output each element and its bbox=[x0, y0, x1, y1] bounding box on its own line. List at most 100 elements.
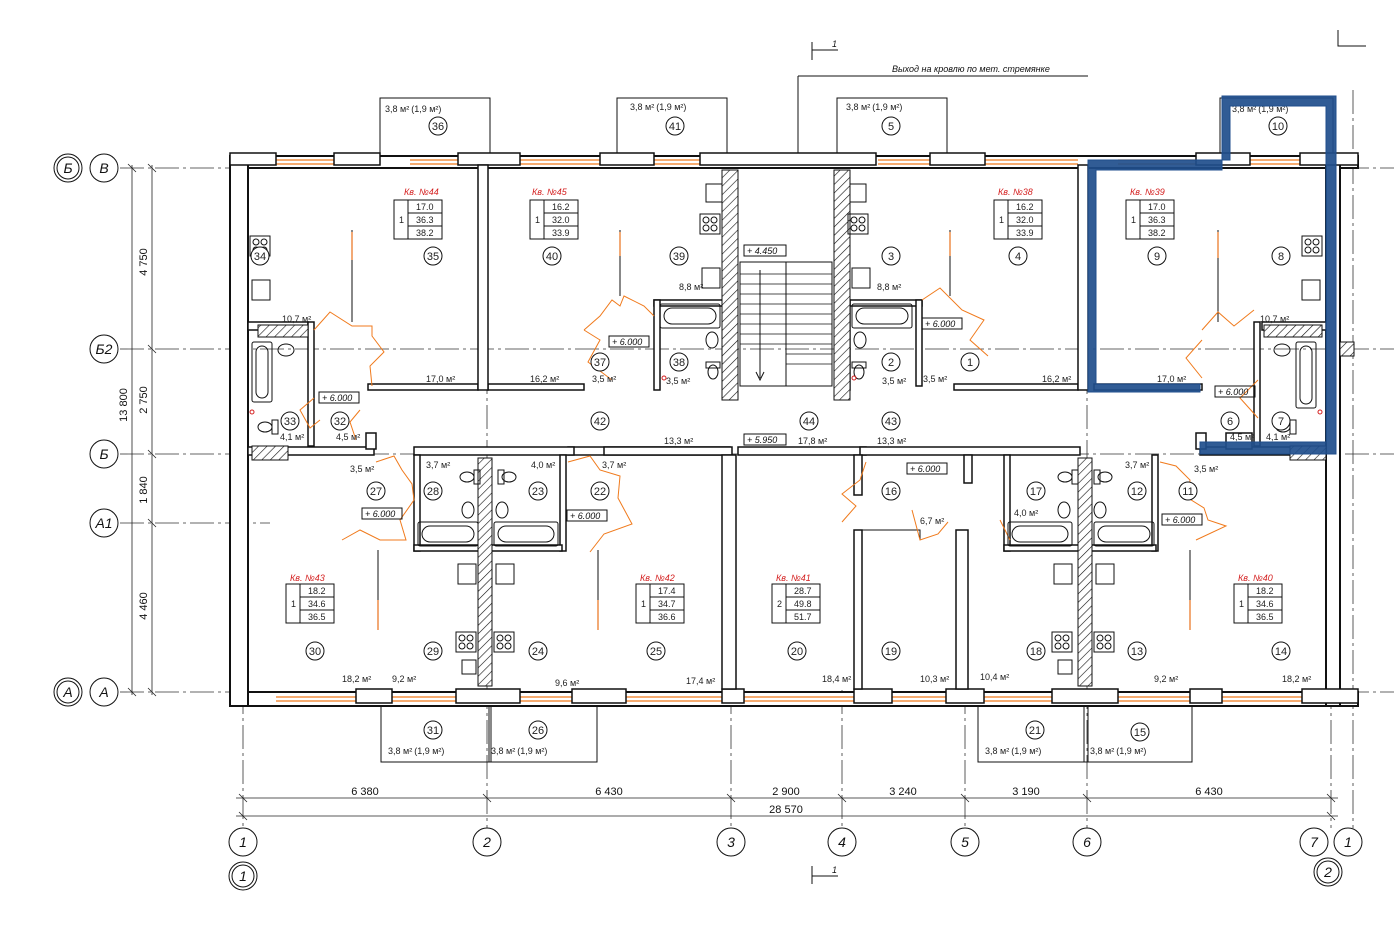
balcony-number: 36 bbox=[432, 121, 444, 133]
apartment-table-38: Кв. №38 1 16.2 32.0 33.9 bbox=[993, 187, 1043, 240]
axis-label-outer-a: А bbox=[62, 684, 72, 700]
bathtub-icon bbox=[251, 341, 273, 403]
axis-label-1: 1 bbox=[239, 834, 247, 850]
dim-bottom-6: 6 430 bbox=[1195, 786, 1223, 798]
axis-label-a1: А1 bbox=[94, 515, 112, 531]
apartment-label: Кв. №40 bbox=[1238, 573, 1273, 583]
washbasin-icon bbox=[1057, 501, 1071, 519]
svg-text:3,8 м²(1,9 м²): 3,8 м²(1,9 м²) bbox=[630, 102, 686, 112]
toilet-icon bbox=[459, 469, 481, 485]
axis-label-1-right: 1 bbox=[1344, 834, 1352, 850]
room-number: 30 bbox=[309, 646, 321, 658]
axis-label-6: 6 bbox=[1083, 834, 1091, 850]
level-mark: + 4.450 bbox=[747, 246, 777, 256]
bathtub-icon bbox=[493, 521, 559, 547]
svg-text:3,8 м²(1,9 м²): 3,8 м²(1,9 м²) bbox=[491, 746, 547, 756]
room-number: 25 bbox=[650, 646, 662, 658]
bathtub-icon bbox=[1093, 521, 1155, 547]
toilet-icon bbox=[1057, 469, 1079, 485]
room-number: 29 bbox=[427, 646, 439, 658]
apartment-total-area: 49.8 bbox=[794, 599, 812, 609]
area-label: 8,8 м² bbox=[877, 282, 901, 292]
room-number: 20 bbox=[791, 646, 803, 658]
room-number: 12 bbox=[1131, 486, 1143, 498]
area-label: 13,3 м² bbox=[664, 436, 693, 446]
fridge-icon bbox=[495, 563, 515, 585]
section-marks: 1 1 Выход на кровлю по мет. стремянке bbox=[797, 30, 1366, 884]
dim-bottom-total: 28 570 bbox=[769, 804, 803, 816]
balcony-number: 5 bbox=[888, 121, 894, 133]
bathtub-icon bbox=[851, 303, 913, 329]
apartment-total-area: 32.0 bbox=[1016, 215, 1034, 225]
balcony-area: 3,8 м² bbox=[985, 746, 1009, 756]
sink-icon bbox=[851, 267, 871, 289]
stove-icon bbox=[1301, 235, 1323, 257]
roof-access-note: Выход на кровлю по мет. стремянке bbox=[892, 64, 1050, 74]
room-number: 42 bbox=[594, 416, 606, 428]
room-number: 38 bbox=[673, 357, 685, 369]
room-number: 22 bbox=[594, 486, 606, 498]
balcony-number: 21 bbox=[1029, 725, 1041, 737]
dim-left-1: 4 750 bbox=[138, 248, 150, 276]
area-label: 8,8 м² bbox=[679, 282, 703, 292]
area-label: 10,4 м² bbox=[980, 672, 1009, 682]
room-number: 4 bbox=[1015, 251, 1021, 263]
dim-bottom-3: 2 900 bbox=[772, 786, 800, 798]
apartment-label: Кв. №42 bbox=[640, 573, 675, 583]
apartment-living-area: 17.4 bbox=[658, 586, 676, 596]
area-label: 3,5 м² bbox=[882, 376, 906, 386]
apartment-total-area: 34.6 bbox=[308, 599, 326, 609]
balcony-area: 3,8 м² bbox=[385, 104, 409, 114]
section-mark-bottom: 1 bbox=[832, 865, 837, 875]
apartment-table-44: Кв. №44 1 17.0 36.3 38.2 bbox=[393, 187, 443, 240]
fridge-icon bbox=[849, 183, 867, 203]
area-label: 18,2 м² bbox=[342, 674, 371, 684]
dimension-chains: 6 380 6 430 2 900 3 240 3 190 6 430 28 5… bbox=[118, 163, 1338, 821]
axis-bubbles: Б В Б2 Б А1 А А 1 2 3 4 5 6 7 1 1 2 bbox=[53, 153, 1363, 891]
area-label: 10,7 м² bbox=[1260, 314, 1289, 324]
apartment-living-area: 16.2 bbox=[1016, 202, 1034, 212]
area-label: 3,5 м² bbox=[350, 464, 374, 474]
washbasin-icon bbox=[495, 501, 509, 519]
stove-icon bbox=[455, 631, 477, 653]
balconies: 3,8 м²(1,9 м²) 3,8 м²(1,9 м²) 3,8 м²(1,9… bbox=[379, 97, 1334, 763]
sink-icon bbox=[1057, 659, 1073, 675]
room-number: 32 bbox=[334, 416, 346, 428]
axis-label-a: А bbox=[98, 684, 108, 700]
apartment-total-area-with-balcony: 33.9 bbox=[552, 228, 570, 238]
area-label: 16,2 м² bbox=[530, 374, 559, 384]
balcony-area: 3,8 м² bbox=[630, 102, 654, 112]
area-label: 13,3 м² bbox=[877, 436, 906, 446]
dim-left-total: 13 800 bbox=[118, 388, 130, 422]
area-label: 16,2 м² bbox=[1042, 374, 1071, 384]
balcony-area-secondary: (1,9 м²) bbox=[872, 102, 902, 112]
room-number: 28 bbox=[427, 486, 439, 498]
washbasin-icon bbox=[461, 501, 475, 519]
svg-text:3,8 м²(1,9 м²): 3,8 м²(1,9 м²) bbox=[388, 746, 444, 756]
room-number: 40 bbox=[546, 251, 558, 263]
fridge-icon bbox=[251, 279, 271, 301]
area-label: 10,3 м² bbox=[920, 674, 949, 684]
apartment-total-area-with-balcony: 38.2 bbox=[416, 228, 434, 238]
axis-label-b2: Б2 bbox=[96, 341, 113, 357]
room-number: 23 bbox=[532, 486, 544, 498]
svg-text:3,8 м²(1,9 м²): 3,8 м²(1,9 м²) bbox=[385, 104, 441, 114]
apartment-total-area: 36.3 bbox=[416, 215, 434, 225]
balcony-area: 3,8 м² bbox=[1090, 746, 1114, 756]
room-number: 3 bbox=[888, 251, 894, 263]
balcony-area-secondary: (1,9 м²) bbox=[414, 746, 444, 756]
area-label: 3,7 м² bbox=[426, 460, 450, 470]
dim-bottom-1: 6 380 bbox=[351, 786, 379, 798]
apartment-info-tables: Кв. №44 1 17.0 36.3 38.2 Кв. №45 1 16.2 … bbox=[285, 187, 1283, 624]
toilet-icon bbox=[497, 469, 517, 485]
stove-icon bbox=[847, 213, 869, 235]
apartment-table-45: Кв. №45 1 16.2 32.0 33.9 bbox=[529, 187, 579, 240]
area-label: 4,1 м² bbox=[280, 432, 304, 442]
area-label: 18,4 м² bbox=[822, 674, 851, 684]
apartment-living-area: 17.0 bbox=[1148, 202, 1166, 212]
apartment-rooms: 1 bbox=[1131, 215, 1136, 225]
apartment-rooms: 1 bbox=[1239, 599, 1244, 609]
room-number: 11 bbox=[1182, 486, 1193, 498]
stove-icon bbox=[493, 631, 515, 653]
area-label: 3,7 м² bbox=[1125, 460, 1149, 470]
